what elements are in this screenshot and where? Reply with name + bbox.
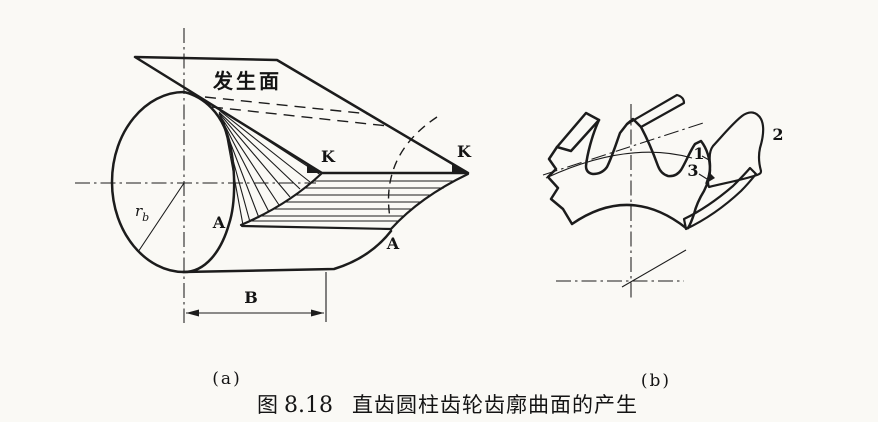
left-tooth-top-land [555, 111, 601, 153]
hidden-tangency-lines [204, 96, 389, 127]
point-k-rear-label: K [457, 142, 472, 161]
caption-fig-char: 图 [257, 393, 279, 417]
diagram-b-group: 1 2 3 [542, 93, 784, 298]
base-radius-symbol: r [135, 202, 143, 220]
hatched-rim-band [682, 166, 758, 231]
teeth-profile-outline [584, 117, 712, 230]
dimension-arrow-left [186, 309, 199, 317]
k-rear-wedge [452, 163, 467, 174]
generating-line-fan [218, 109, 322, 226]
caption-number: 8.18 [284, 393, 333, 418]
gear-radial-line [621, 249, 687, 288]
sublabel-b: (b) [641, 371, 671, 391]
cylinder-bottom-silhouette [181, 229, 393, 274]
point-a-rear-label: A [386, 234, 400, 253]
caption-group: (a) (b) 图 8.18 直齿圆柱齿轮齿廓曲面的产生 [212, 369, 671, 418]
generating-plane [133, 55, 470, 175]
generating-plane-label: 发生面 [212, 69, 282, 93]
hatched-tooth-surface [706, 111, 765, 189]
dimension-arrow-right [311, 309, 324, 317]
point-k-front-label: K [321, 147, 336, 166]
tooth-surface-hatching [250, 180, 453, 222]
gear-break-edge-and-rim [546, 145, 688, 230]
sublabel-a: (a) [212, 369, 241, 389]
label-leader-lines [698, 155, 710, 180]
k-front-wedge [307, 163, 322, 173]
label-3: 3 [687, 161, 698, 180]
base-radius-label: rb [135, 202, 149, 224]
rear-involute-curve [389, 172, 470, 231]
label-2: 2 [772, 125, 783, 144]
caption-title: 直齿圆柱齿轮齿廓曲面的产生 [352, 393, 638, 417]
diagram-a-group: 发生面 K K A A rb B [75, 28, 472, 323]
base-cylinder-front-face [110, 90, 236, 274]
face-width-label: B [244, 288, 258, 307]
edge-a-a [240, 224, 393, 231]
rear-end-face-dashed-arc [387, 116, 438, 219]
base-circle-arc [545, 151, 693, 179]
base-radius-line [137, 182, 185, 253]
base-radius-subscript: b [142, 211, 149, 224]
point-a-front-label: A [212, 213, 226, 232]
middle-tooth-top-land [625, 93, 686, 129]
flank-arrowhead [705, 172, 715, 184]
pitch-line [542, 122, 704, 176]
label-1: 1 [693, 144, 704, 163]
